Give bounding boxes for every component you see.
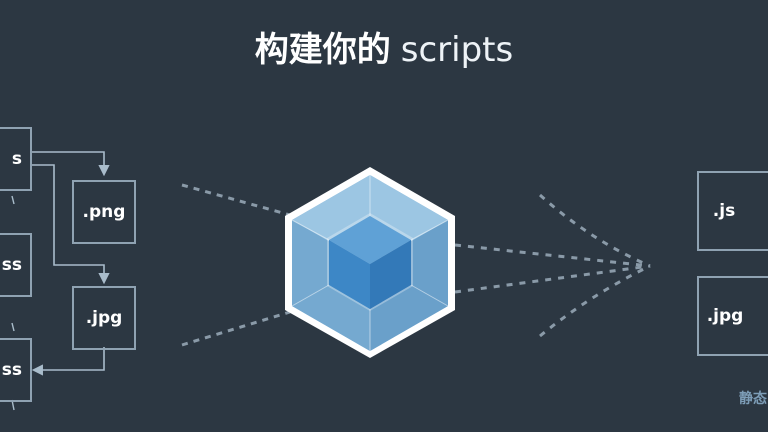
asset-label-jpg: .jpg — [85, 308, 123, 328]
webpack-cube-logo — [285, 167, 455, 358]
output-label-jpg: .jpg — [706, 306, 744, 326]
dashed-inflow-top — [181, 183, 291, 217]
connector-arrow-jpg-top — [32, 164, 110, 285]
source-file-label-1: s — [11, 149, 22, 169]
dashed-outflow-curve-top — [538, 193, 651, 268]
asset-box-jpg: .jpg — [72, 286, 136, 350]
static-assets-label: 静态 — [739, 391, 767, 407]
source-file-box-3: ss — [0, 338, 32, 402]
connector-tick-2 — [11, 322, 15, 332]
title-chinese: 构建你的 — [254, 30, 391, 70]
asset-box-png: .png — [72, 180, 136, 244]
output-box-js: .js — [697, 171, 768, 251]
dashed-outflow-upper — [454, 243, 651, 268]
output-label-js: .js — [712, 201, 736, 221]
source-file-box-2: ss — [0, 233, 32, 297]
dashed-outflow-curve-bottom — [539, 264, 651, 338]
dashed-outflow-lower — [454, 264, 651, 294]
output-box-jpg: .jpg — [697, 276, 768, 356]
dashed-inflow-bottom — [181, 310, 291, 347]
connector-arrow-jpg-bottom — [31, 347, 105, 376]
title-english: scripts — [400, 30, 514, 70]
source-file-label-2: ss — [1, 255, 22, 275]
source-file-label-3: ss — [1, 360, 22, 380]
connector-tick-1 — [11, 195, 15, 205]
asset-label-png: .png — [82, 202, 126, 222]
source-file-box-1: s — [0, 127, 32, 191]
connector-arrow-png — [32, 151, 110, 177]
